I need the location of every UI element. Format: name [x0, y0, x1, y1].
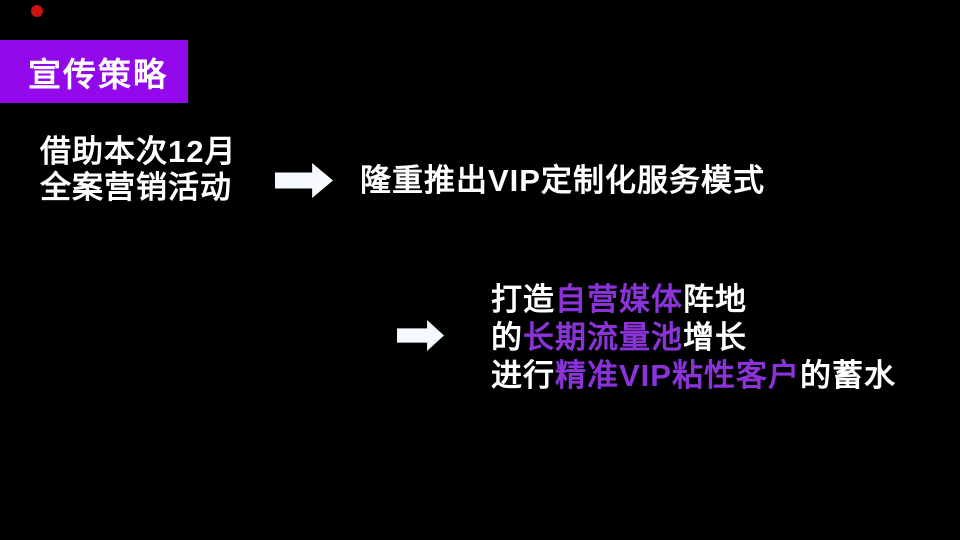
outcome-segment-highlight: 精准VIP粘性客户 [555, 358, 800, 393]
outcome-segment: 打造 [491, 282, 555, 317]
outcome-line-1: 打造自营媒体阵地 [491, 281, 896, 319]
outcome-segment: 增长 [683, 320, 747, 355]
outcome-segment-highlight: 长期流量池 [523, 320, 683, 355]
outcome-segment-highlight: 自营媒体 [555, 282, 683, 317]
intro-line-2: 全案营销活动 [40, 170, 232, 205]
right-arrow-icon [397, 320, 444, 351]
section-title: 宣传策略 [28, 55, 168, 93]
outcome-segment: 阵地 [683, 282, 747, 317]
right-arrow-icon [275, 163, 333, 198]
outcome-segment: 的蓄水 [799, 358, 896, 393]
outcome-segment: 的 [491, 320, 523, 355]
outcome-text-block: 打造自营媒体阵地 的长期流量池增长 进行精准VIP粘性客户的蓄水 [491, 281, 896, 395]
red-dot-logo-icon [31, 5, 43, 17]
headline-text: 隆重推出VIP定制化服务模式 [360, 163, 765, 198]
intro-text-block: 借助本次12月 全案营销活动 [40, 134, 236, 206]
outcome-line-3: 进行精准VIP粘性客户的蓄水 [491, 357, 896, 395]
outcome-line-2: 的长期流量池增长 [491, 319, 896, 357]
intro-line-1: 借助本次12月 [40, 134, 237, 169]
outcome-segment: 进行 [491, 358, 555, 393]
section-title-badge: 宣传策略 [0, 40, 188, 103]
